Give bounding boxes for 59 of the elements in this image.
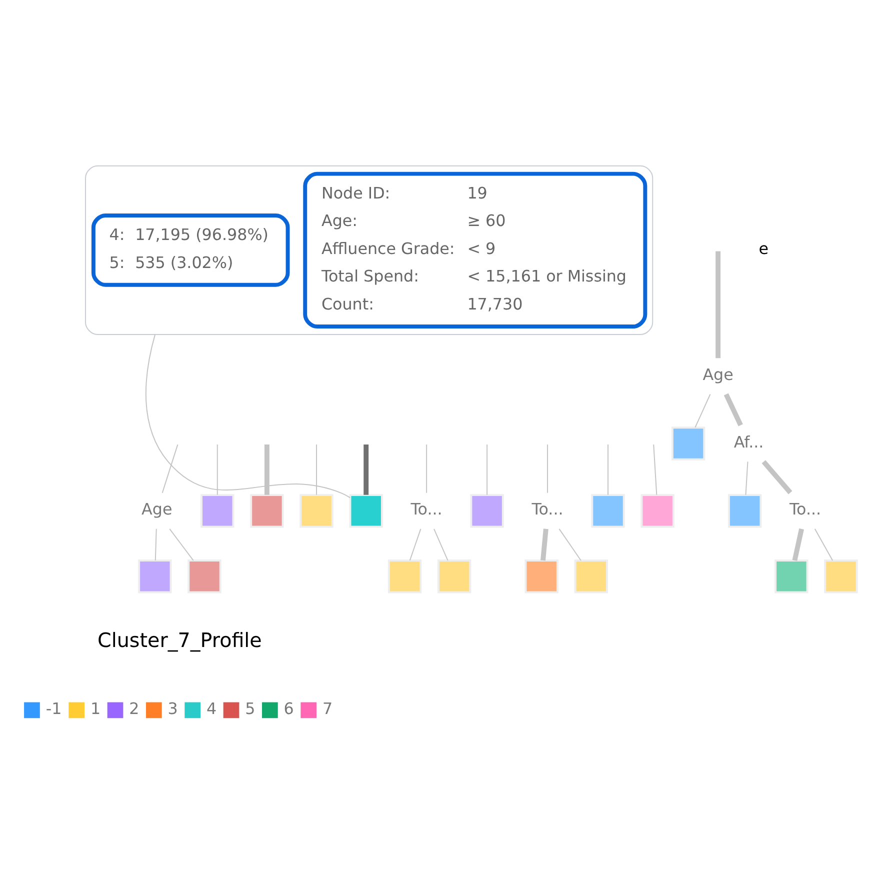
cluster <box>85 165 654 335</box>
node-box <box>671 426 706 460</box>
node-box <box>470 494 504 528</box>
node-box <box>591 494 625 528</box>
node-box: 4: 17,195 (96.98%) 5: 535 (3.02%) <box>91 213 290 287</box>
connector <box>316 444 318 496</box>
connector <box>762 460 792 494</box>
connector <box>724 393 743 426</box>
node-box <box>574 560 608 594</box>
node-box: Node ID: 19 Age: ≥ 60 Affluence Grade: < 9 Total Spend: < 15,161 or Missing Count: 17,730 <box>303 172 648 328</box>
connector <box>547 444 548 494</box>
node-box <box>349 494 383 528</box>
connector <box>426 444 428 494</box>
legend-label: -1 <box>46 698 62 718</box>
legend-label: 2 <box>129 698 140 718</box>
node-box <box>300 494 334 528</box>
connector <box>558 528 582 561</box>
legend-label: 1 <box>90 698 101 718</box>
legend-label: 5 <box>245 698 256 718</box>
node-box <box>824 560 858 594</box>
node-box <box>640 494 674 528</box>
node-box <box>437 560 472 594</box>
legend-label: 7 <box>322 698 333 718</box>
connector <box>434 528 448 561</box>
connector <box>745 461 748 496</box>
connector <box>716 251 721 358</box>
label: e <box>758 238 769 258</box>
legend-label: 3 <box>168 698 178 718</box>
node-box <box>774 560 808 594</box>
node-box <box>138 560 172 594</box>
connector <box>792 528 804 561</box>
node-box <box>200 494 234 528</box>
node-box <box>388 560 422 594</box>
connector <box>409 528 422 561</box>
label: Cluster_7_Profile <box>98 628 262 652</box>
connector <box>145 334 351 498</box>
node-text: To... <box>790 500 822 519</box>
node-box <box>250 494 284 528</box>
connector <box>814 528 834 561</box>
connector <box>169 528 194 561</box>
connector <box>264 444 270 495</box>
node-text: Age <box>702 364 734 384</box>
legend-label: 6 <box>284 698 294 718</box>
connector <box>162 444 178 494</box>
connector <box>653 444 658 496</box>
node-box <box>524 560 558 594</box>
node-box <box>728 494 762 528</box>
node-text: Age <box>142 500 172 519</box>
legend-label: 4 <box>206 698 217 718</box>
connector <box>486 444 488 496</box>
connector <box>364 444 369 495</box>
node-text: Af... <box>734 432 764 452</box>
node-text: To... <box>410 500 442 519</box>
connector <box>694 394 711 428</box>
node-text: To... <box>532 500 564 519</box>
connector <box>540 528 548 561</box>
connector <box>216 444 218 496</box>
node-box <box>188 560 222 594</box>
connector <box>154 528 157 561</box>
